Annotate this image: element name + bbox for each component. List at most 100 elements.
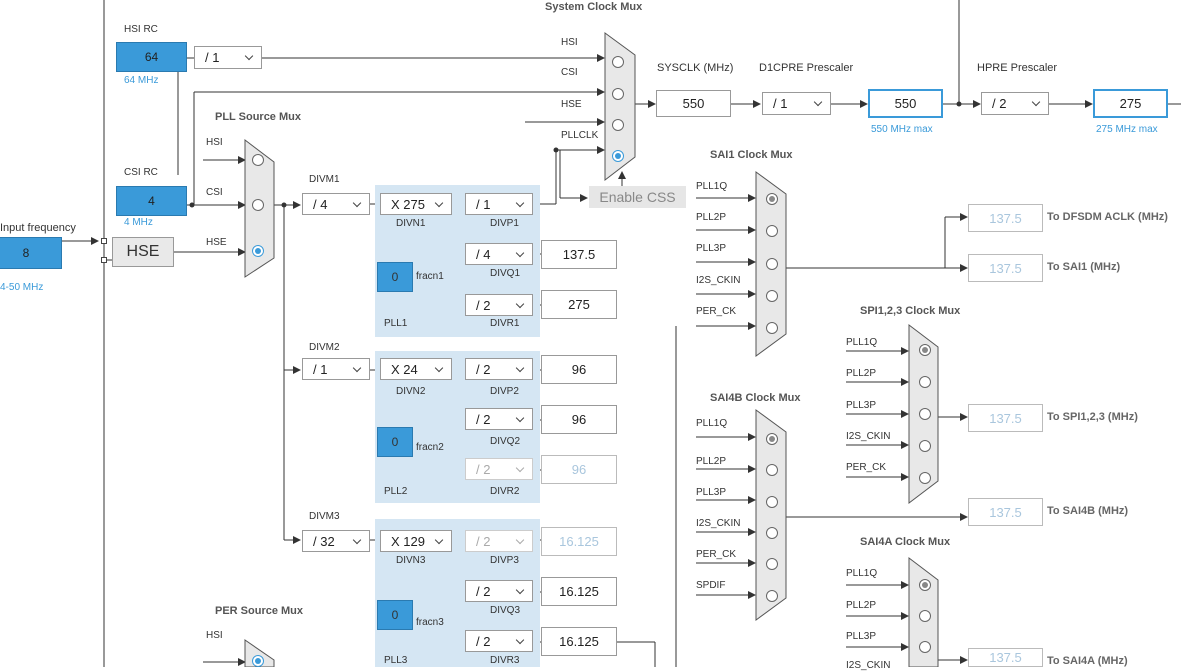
divr2-select[interactable]: / 2 [465,458,533,480]
sys-mux-pllclk-label: PLLCLK [561,130,599,141]
csi-rc-value[interactable]: 4 [116,186,187,216]
divp2-output[interactable]: 96 [541,355,617,384]
sys-mux-hsi-radio[interactable] [612,56,624,68]
hsi-divider-select[interactable]: / 1 [194,46,262,69]
divq1-label: DIVQ1 [490,268,521,279]
sys-mux-csi-radio[interactable] [612,88,624,100]
divn1-label: DIVN1 [396,218,426,229]
sai4a-mux-title: SAI4A Clock Mux [860,536,951,548]
divr3-label: DIVR3 [490,655,520,666]
pll-source-mux-title: PLL Source Mux [215,111,301,123]
divq3-select[interactable]: / 2 [465,580,533,602]
divm2-select[interactable]: / 1 [302,358,370,380]
spi-radio-pll1q[interactable] [919,344,931,356]
sai1-output[interactable]: 137.5 [968,254,1043,282]
per-mux-hsi-label: HSI [206,630,223,641]
divr2-label: DIVR2 [490,486,520,497]
spi-radio-per-ck[interactable] [919,472,931,484]
sai1-radio-per-ck[interactable] [766,322,778,334]
enable-css-button[interactable]: Enable CSS [589,186,686,208]
hsi-rc-title: HSI RC [124,24,158,35]
spi-radio-pll3p[interactable] [919,408,931,420]
input-frequency-field[interactable]: 8 [0,237,62,269]
divr1-select[interactable]: / 2 [465,294,533,316]
cpu-clock-value[interactable]: 550 [868,89,943,118]
pll-mux-csi-radio[interactable] [252,199,264,211]
dfsdm-aclk-output[interactable]: 137.5 [968,204,1043,232]
sai4b-radio-pll3p[interactable] [766,496,778,508]
sai4b-radio-per-ck[interactable] [766,558,778,570]
sai1-radio-pll3p[interactable] [766,258,778,270]
divm3-label: DIVM3 [309,511,340,522]
divq1-select[interactable]: / 4 [465,243,533,265]
sai4a-in-i2s-ckin: I2S_CKIN [846,660,891,671]
divq3-output[interactable]: 16.125 [541,577,617,606]
sai4b-radio-spdif[interactable] [766,590,778,602]
sai4b-radio-pll2p[interactable] [766,464,778,476]
pll-mux-hse-radio[interactable] [252,245,264,257]
divp3-select[interactable]: / 2 [465,530,533,552]
divn2-select[interactable]: X 24 [380,358,452,380]
sai1-in-pll1q: PLL1Q [696,181,728,192]
system-clock-mux-shape [604,32,636,182]
hpre-select[interactable]: / 2 [981,92,1049,115]
sai4a-radio-pll1q[interactable] [919,579,931,591]
spi-radio-pll2p[interactable] [919,376,931,388]
divp2-select[interactable]: / 2 [465,358,533,380]
sai4b-radio-i2s-ckin[interactable] [766,527,778,539]
sai1-radio-i2s-ckin[interactable] [766,290,778,302]
divm3-select[interactable]: / 32 [302,530,370,552]
divq1-output[interactable]: 137.5 [541,240,617,269]
sai1-radio-pll2p[interactable] [766,225,778,237]
sai4b-radio-pll1q[interactable] [766,433,778,445]
pll-mux-hsi-radio[interactable] [252,154,264,166]
sai4a-output[interactable]: 137.5 [968,648,1043,667]
divr1-label: DIVR1 [490,318,520,329]
sai4a-in-pll2p: PLL2P [846,600,877,611]
sai4a-radio-pll3p[interactable] [919,641,931,653]
sai4a-radio-pll2p[interactable] [919,610,931,622]
spi-in-pll1q: PLL1Q [846,337,878,348]
divq2-output[interactable]: 96 [541,405,617,434]
spi123-output[interactable]: 137.5 [968,404,1043,432]
divn2-label: DIVN2 [396,386,426,397]
divn1-select[interactable]: X 275 [380,193,452,215]
divr3-select[interactable]: / 2 [465,630,533,652]
fracn1-value[interactable]: 0 [377,262,413,292]
sai1-output-label: To SAI1 (MHz) [1047,261,1121,273]
divp3-output[interactable]: 16.125 [541,527,617,556]
divp3-label: DIVP3 [490,555,519,566]
divr3-output[interactable]: 16.125 [541,627,617,656]
divq2-select[interactable]: / 2 [465,408,533,430]
input-frequency-label: Input frequency [0,222,76,234]
sys-mux-pllclk-radio[interactable] [612,150,624,162]
fracn3-value[interactable]: 0 [377,600,413,630]
hse-button[interactable]: HSE [112,237,174,267]
divn3-select[interactable]: X 129 [380,530,452,552]
spi-in-pll3p: PLL3P [846,400,877,411]
hpre-label: HPRE Prescaler [977,62,1058,74]
hsi-rc-value[interactable]: 64 [116,42,187,72]
divm1-select[interactable]: / 4 [302,193,370,215]
fracn2-value[interactable]: 0 [377,427,413,457]
sys-mux-csi-label: CSI [561,67,578,78]
sai4b-output[interactable]: 137.5 [968,498,1043,526]
pll1-name: PLL1 [384,318,408,329]
cpu-clock-max: 550 MHz max [871,124,933,135]
divq2-label: DIVQ2 [490,436,521,447]
d1cpre-select[interactable]: / 1 [762,92,831,115]
sai1-radio-pll1q[interactable] [766,193,778,205]
divp1-select[interactable]: / 1 [465,193,533,215]
hclk-value[interactable]: 275 [1093,89,1168,118]
sai4a-output-label: To SAI4A (MHz) [1047,655,1128,667]
sys-mux-hse-radio[interactable] [612,119,624,131]
divr2-output[interactable]: 96 [541,455,617,484]
fracn2-label: fracn2 [416,442,444,453]
spi-in-per-ck: PER_CK [846,462,887,473]
pll-mux-hse-label: HSE [206,237,227,248]
spi-radio-i2s-ckin[interactable] [919,440,931,452]
divp1-label: DIVP1 [490,218,519,229]
divr1-output[interactable]: 275 [541,290,617,319]
sysclk-value[interactable]: 550 [656,90,731,117]
per-mux-hsi-radio[interactable] [252,655,264,667]
